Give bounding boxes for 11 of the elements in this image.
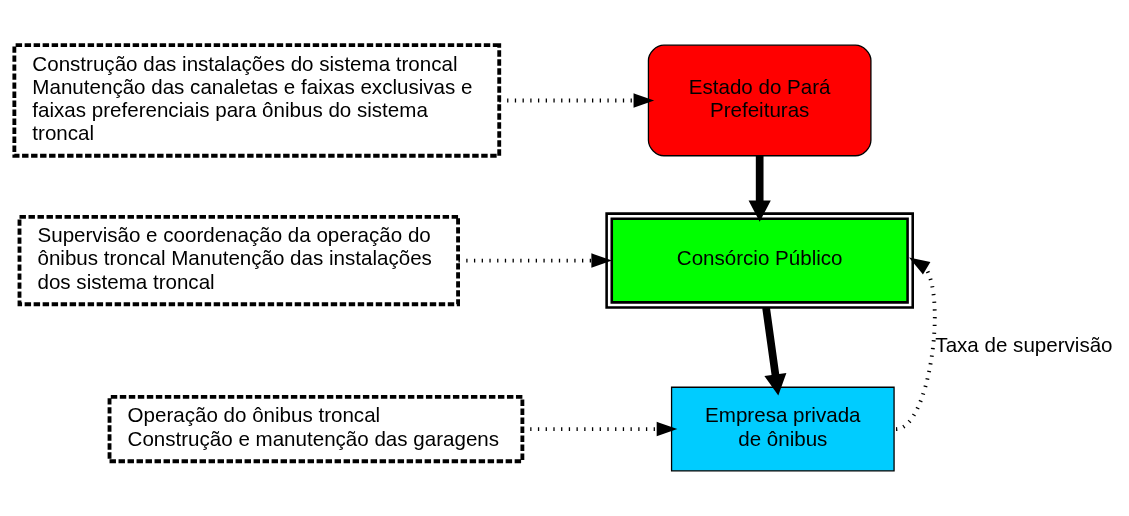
node-box: Empresa privada de ônibus [670, 386, 895, 472]
node-box: Operação do ônibus troncal Construção e manutenção das garagens [107, 394, 525, 464]
node-box: Supervisão e coordenação da operação do ônibus troncal Manutenção das instalações dos sistema troncal [17, 214, 460, 307]
arrow [499, 93, 655, 108]
edge-label: Taxa de supervisão [935, 333, 1113, 357]
arrow [748, 155, 771, 222]
node-box: Consórcio Público [605, 212, 914, 309]
arrow [458, 253, 612, 268]
arrow [895, 257, 937, 431]
node-box: Estado do Pará Prefeituras [647, 44, 872, 157]
node-box: Construção das instalações do sistema troncal Manutenção das canaletas e faixas exclusivas e faixas preferenciais para ônibus do sistema troncal [12, 43, 502, 158]
